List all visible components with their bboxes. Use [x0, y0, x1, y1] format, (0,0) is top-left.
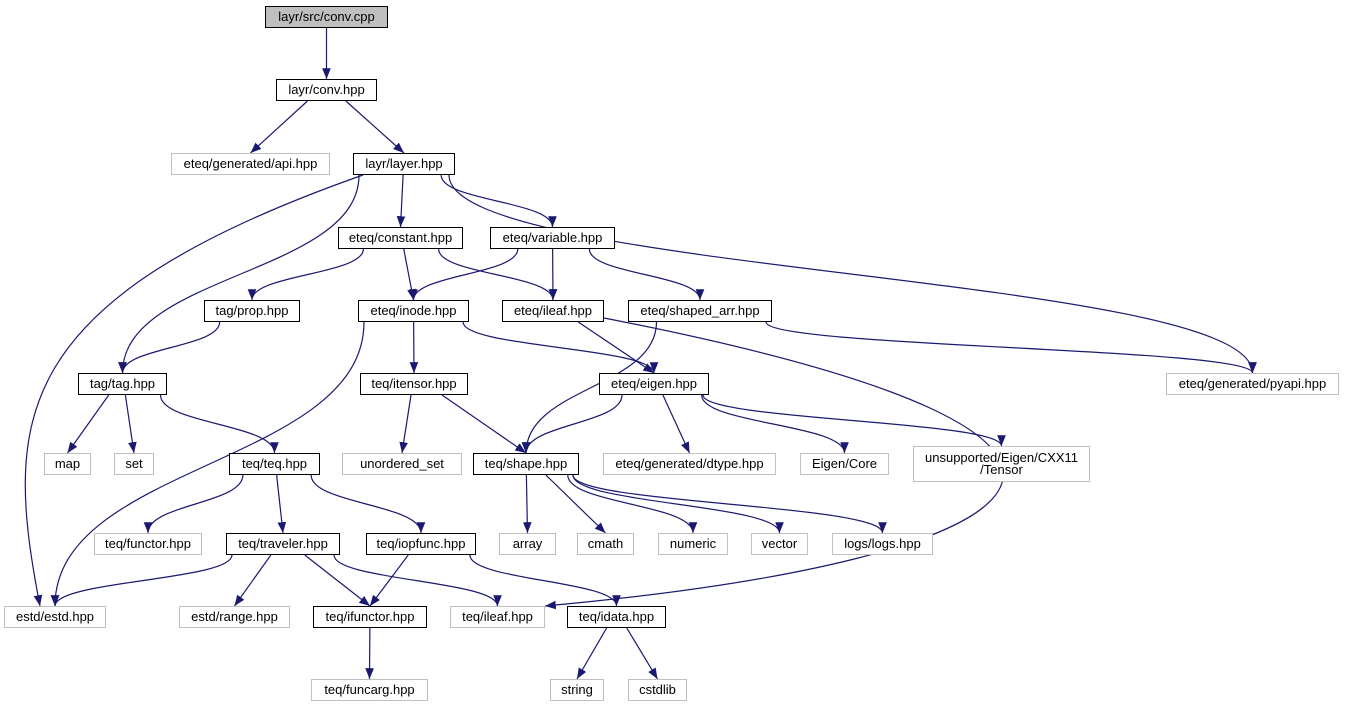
node-ifunctor-hpp[interactable]: teq/ifunctor.hpp	[313, 606, 427, 628]
edge-conv_hpp-to-layer_hpp	[345, 100, 405, 154]
node-shape-hpp[interactable]: teq/shape.hpp	[473, 453, 579, 475]
node-itensor-hpp[interactable]: teq/itensor.hpp	[360, 373, 468, 395]
edge-variable_hpp-to-inode_hpp	[409, 248, 519, 301]
node-pyapi: eteq/generated/pyapi.hpp	[1166, 373, 1339, 395]
node-map: map	[44, 453, 91, 475]
node-prop-hpp[interactable]: tag/prop.hpp	[204, 300, 300, 322]
edge-conv_hpp-to-gen_api	[250, 100, 308, 154]
edge-variable_hpp-to-shaped_arr	[588, 248, 705, 301]
edge-teq_hpp-to-functor_hpp	[143, 474, 244, 534]
edge-tag_hpp-to-teq_hpp	[159, 394, 279, 454]
node-range-hpp: estd/range.hpp	[179, 606, 290, 628]
node-shaped-arr[interactable]: eteq/shaped_arr.hpp	[628, 300, 772, 322]
node-iopfunc-hpp[interactable]: teq/iopfunc.hpp	[366, 533, 476, 555]
node-eigen-hpp[interactable]: eteq/eigen.hpp	[599, 373, 709, 395]
node-tensor: unsupported/Eigen/CXX11 /Tensor	[913, 446, 1090, 482]
edge-layer_hpp-to-pyapi	[448, 174, 1257, 374]
edge-shape_hpp-to-logs_hpp	[572, 474, 887, 534]
edge-shape_hpp-to-numeric	[567, 474, 698, 534]
node-traveler-hpp[interactable]: teq/traveler.hpp	[226, 533, 340, 555]
node-vector: vector	[751, 533, 808, 555]
edge-traveler_hpp-to-estd_hpp	[50, 554, 233, 607]
edge-idata_hpp-to-cstdlib	[626, 627, 659, 680]
edge-eigen_hpp-to-shape_hpp	[521, 394, 623, 454]
edge-teq_hpp-to-traveler_hpp	[276, 474, 287, 534]
node-inode-hpp[interactable]: eteq/inode.hpp	[358, 300, 469, 322]
edge-shape_hpp-to-cmath	[545, 474, 606, 534]
edge-itensor_hpp-to-unordered_set	[399, 394, 412, 454]
node-eteq-ileaf[interactable]: eteq/ileaf.hpp	[502, 300, 604, 322]
edge-inode_hpp-to-estd_hpp	[50, 321, 365, 607]
edge-eigen_hpp-to-tensor	[702, 394, 1006, 447]
edge-layer_hpp-to-variable_hpp	[440, 174, 557, 228]
edge-shaped_arr-to-pyapi	[765, 321, 1257, 374]
edge-traveler_hpp-to-teq_ileaf	[333, 554, 502, 607]
edge-constant_hpp-to-inode_hpp	[403, 248, 416, 301]
node-cmath: cmath	[577, 533, 634, 555]
edge-prop_hpp-to-tag_hpp	[118, 321, 221, 374]
node-teq-ileaf: teq/ileaf.hpp	[450, 606, 545, 628]
edge-layer_hpp-to-tag_hpp	[118, 174, 360, 374]
node-set: set	[114, 453, 154, 475]
node-unordered-set: unordered_set	[342, 453, 462, 475]
node-string: string	[550, 679, 604, 701]
edge-tag_hpp-to-set	[124, 394, 137, 454]
node-variable-hpp[interactable]: eteq/variable.hpp	[490, 227, 615, 249]
edge-eteq_ileaf-to-eigen_hpp	[577, 321, 655, 374]
node-eigen-core: Eigen/Core	[800, 453, 889, 475]
edge-layer_hpp-to-constant_hpp	[396, 174, 406, 228]
node-layer-hpp[interactable]: layr/layer.hpp	[353, 153, 455, 175]
node-tag-hpp[interactable]: tag/tag.hpp	[78, 373, 167, 395]
node-conv-hpp[interactable]: layr/conv.hpp	[276, 79, 377, 101]
node-constant-hpp[interactable]: eteq/constant.hpp	[338, 227, 463, 249]
edge-teq_hpp-to-iopfunc_hpp	[310, 474, 426, 534]
edge-shaped_arr-to-shape_hpp	[521, 321, 658, 454]
node-idata-hpp[interactable]: teq/idata.hpp	[567, 606, 666, 628]
node-array: array	[499, 533, 556, 555]
edge-constant_hpp-to-prop_hpp	[247, 248, 364, 301]
edge-tag_hpp-to-map	[67, 394, 110, 454]
node-funcarg-hpp: teq/funcarg.hpp	[311, 679, 428, 701]
node-functor-hpp: teq/functor.hpp	[94, 533, 202, 555]
edge-itensor_hpp-to-shape_hpp	[441, 394, 527, 454]
edge-traveler_hpp-to-range_hpp	[234, 554, 272, 607]
node-conv-cpp: layr/src/conv.cpp	[265, 6, 388, 28]
edge-shape_hpp-to-vector	[572, 474, 784, 534]
node-estd-hpp: estd/estd.hpp	[4, 606, 106, 628]
edge-layer_hpp-to-estd_hpp	[24, 174, 364, 607]
edge-eigen_hpp-to-dtype	[662, 394, 691, 454]
node-cstdlib: cstdlib	[628, 679, 687, 701]
edge-iopfunc_hpp-to-idata_hpp	[469, 554, 621, 607]
node-numeric: numeric	[658, 533, 728, 555]
edge-inode_hpp-to-eigen_hpp	[462, 321, 659, 374]
edge-traveler_hpp-to-ifunctor_hpp	[304, 554, 371, 607]
edge-shape_hpp-to-array	[522, 474, 532, 534]
edge-constant_hpp-to-eteq_ileaf	[438, 248, 558, 301]
edge-idata_hpp-to-string	[576, 627, 608, 680]
node-teq-hpp[interactable]: teq/teq.hpp	[229, 453, 320, 475]
edge-iopfunc_hpp-to-ifunctor_hpp	[369, 554, 409, 607]
node-dtype: eteq/generated/dtype.hpp	[603, 453, 776, 475]
node-gen-api: eteq/generated/api.hpp	[171, 153, 330, 175]
edge-eteq_ileaf-to-teq_ileaf	[544, 317, 1004, 610]
node-logs-hpp: logs/logs.hpp	[832, 533, 933, 555]
edge-eigen_hpp-to-eigen_core	[701, 394, 849, 454]
